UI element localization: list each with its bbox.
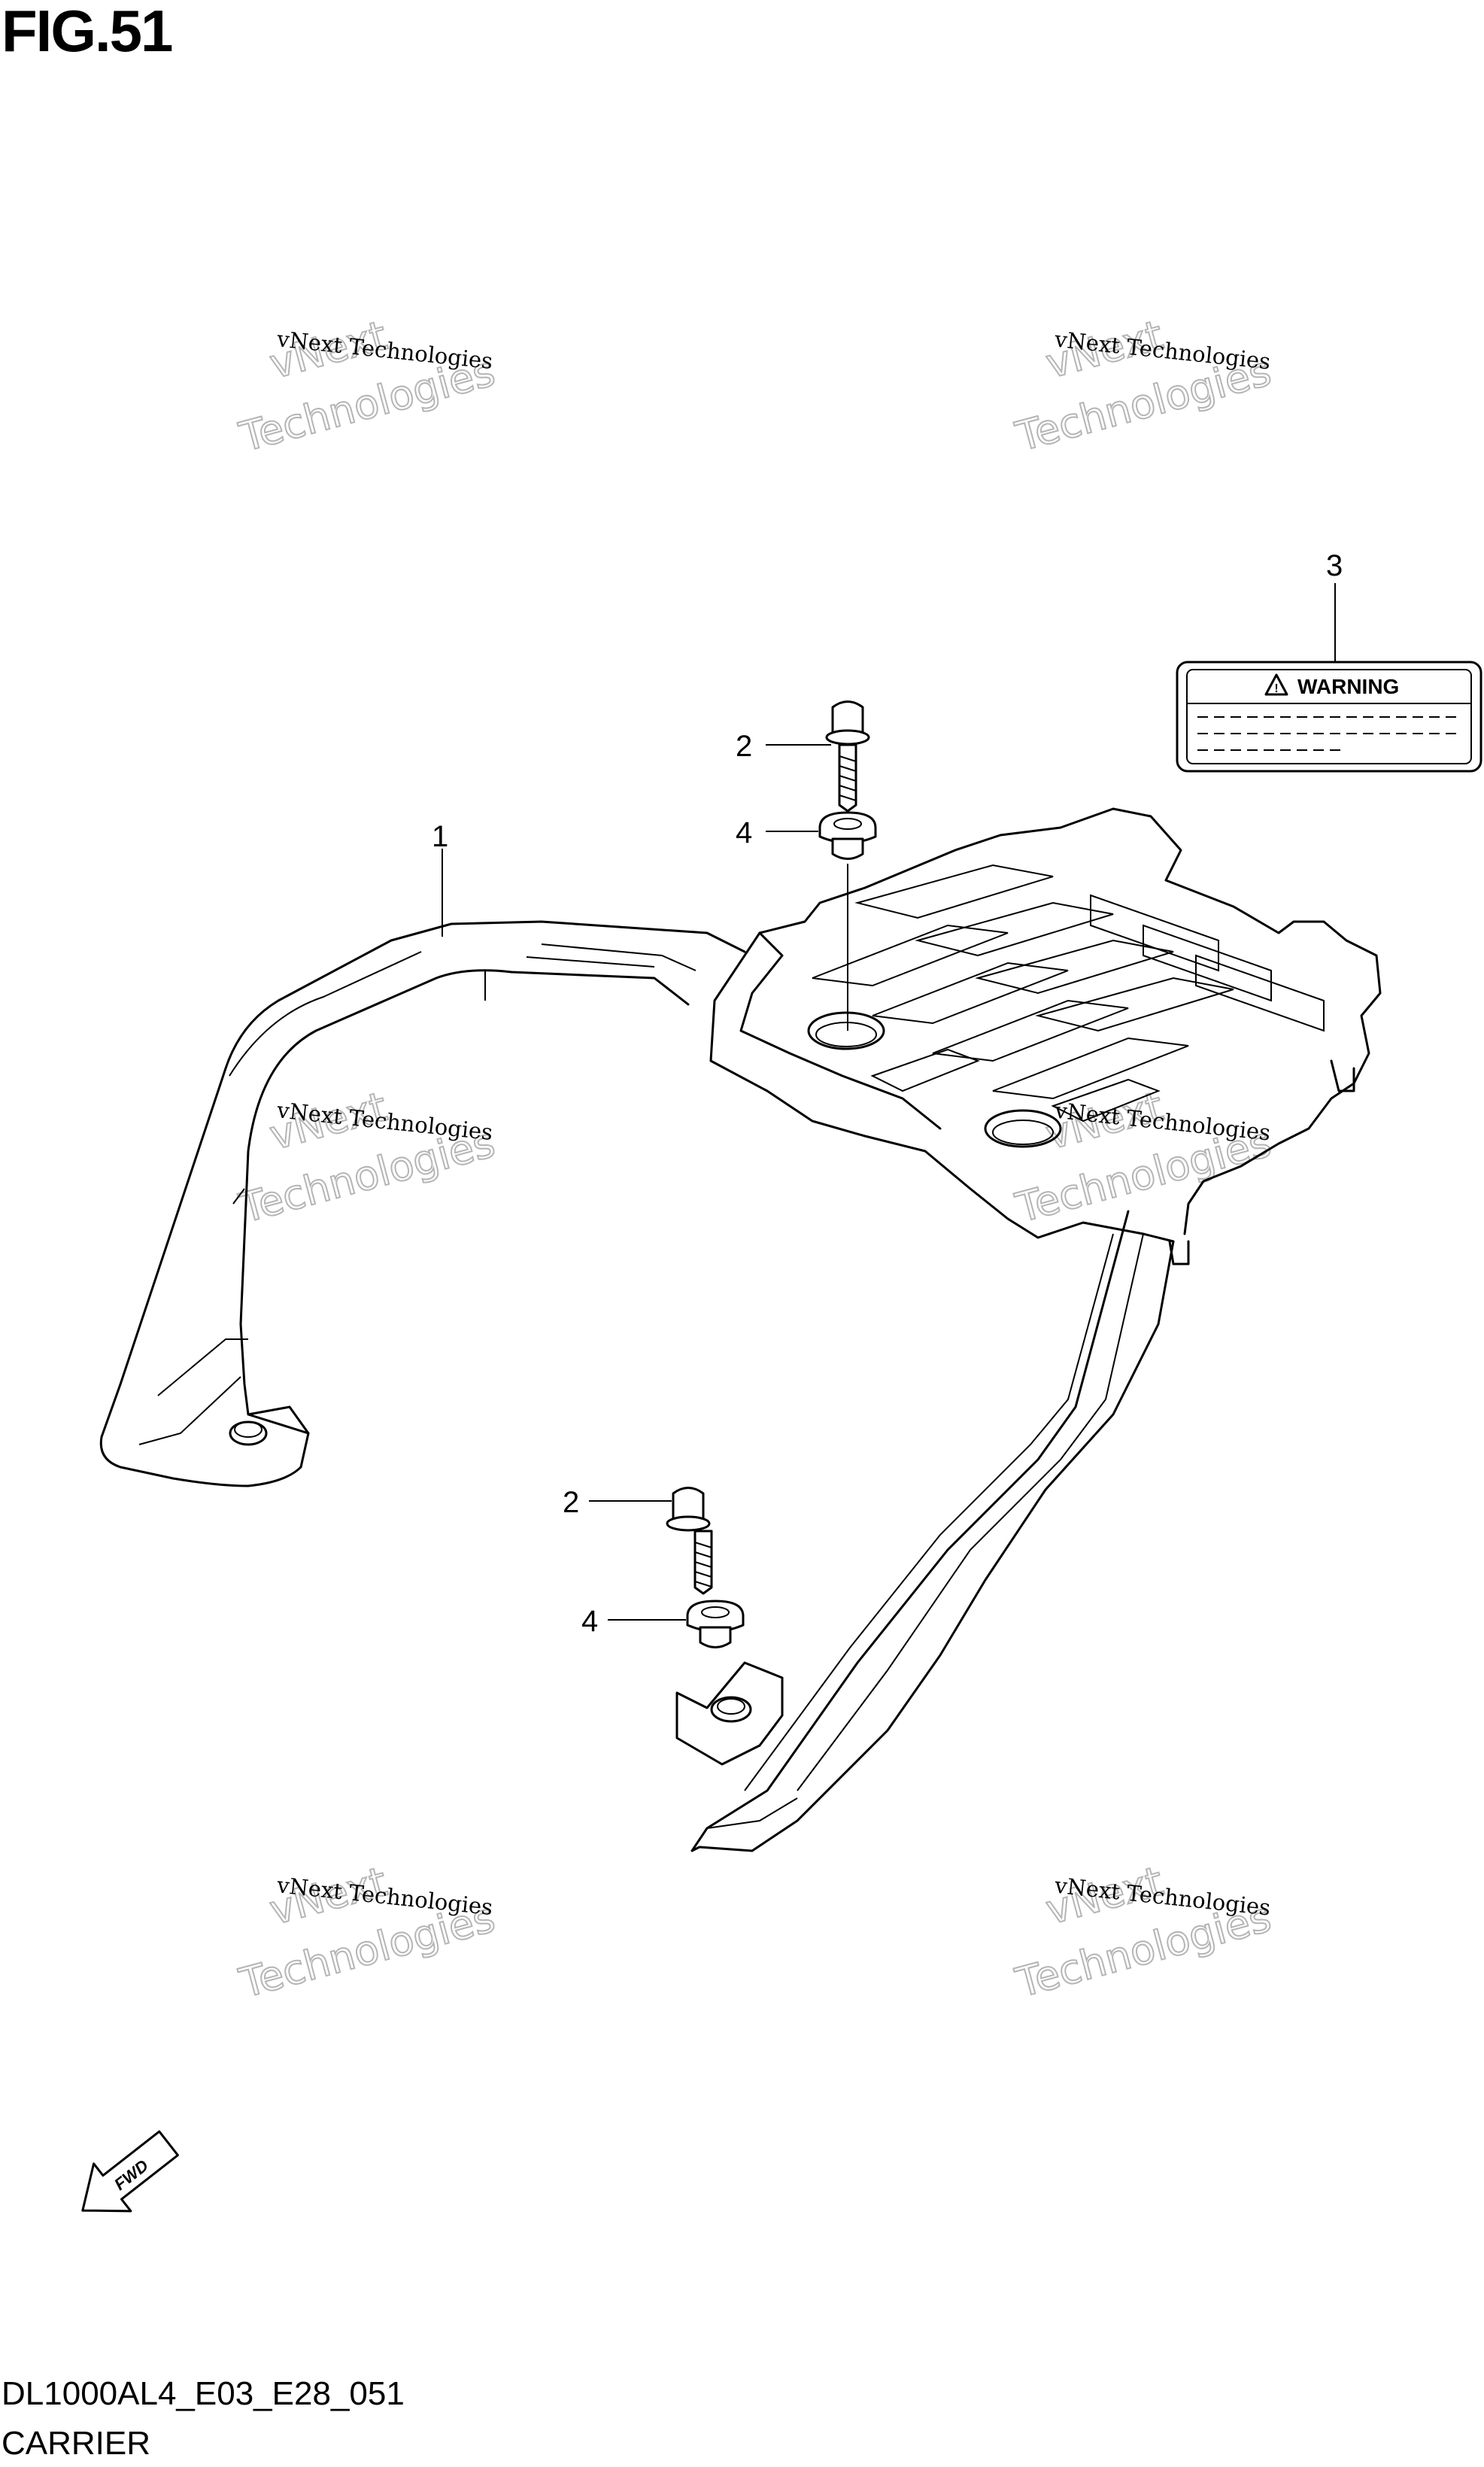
callout-2-top: 2 xyxy=(736,730,752,763)
figure-title: FIG.51 xyxy=(2,0,173,64)
carrier-rack-part-1 xyxy=(99,807,1382,1852)
watermark-bottom-left: vNext Technologies vNext Technologies xyxy=(234,1857,500,2008)
warning-triangle-icon xyxy=(1264,673,1288,696)
callout-3: 3 xyxy=(1326,549,1343,582)
svg-text:!: ! xyxy=(1274,682,1278,695)
watermark-top-left: vNext Technologies vNext Technologies xyxy=(234,311,500,462)
figure-name: CARRIER xyxy=(2,2425,151,2462)
watermark-middle-right: vNext Technologies vNext Technologies xyxy=(1010,1082,1276,1233)
watermark-middle-left: vNext Technologies vNext Technologies xyxy=(234,1082,500,1233)
collar-part-4-top xyxy=(818,811,877,860)
callout-1: 1 xyxy=(432,820,448,853)
collar-part-4-bottom xyxy=(686,1600,745,1648)
watermark-top-right: vNext Technologies vNext Technologies xyxy=(1010,311,1276,462)
warning-label-text: WARNING xyxy=(1297,675,1399,698)
figure-code: DL1000AL4_E03_E28_051 xyxy=(2,2375,405,2412)
callout-4-bottom: 4 xyxy=(581,1605,598,1638)
bolt-part-2-top xyxy=(825,700,870,813)
bolt-part-2-bottom xyxy=(666,1487,713,1595)
forward-arrow-icon: FWD xyxy=(81,2130,179,2213)
callout-leaders xyxy=(442,583,1336,1621)
warning-label-part-3: ! WARNING xyxy=(1176,661,1482,773)
callout-4-top: 4 xyxy=(736,816,752,849)
callout-2-bottom: 2 xyxy=(563,1486,579,1519)
watermark-bottom-right: vNext Technologies vNext Technologies xyxy=(1010,1857,1276,2008)
